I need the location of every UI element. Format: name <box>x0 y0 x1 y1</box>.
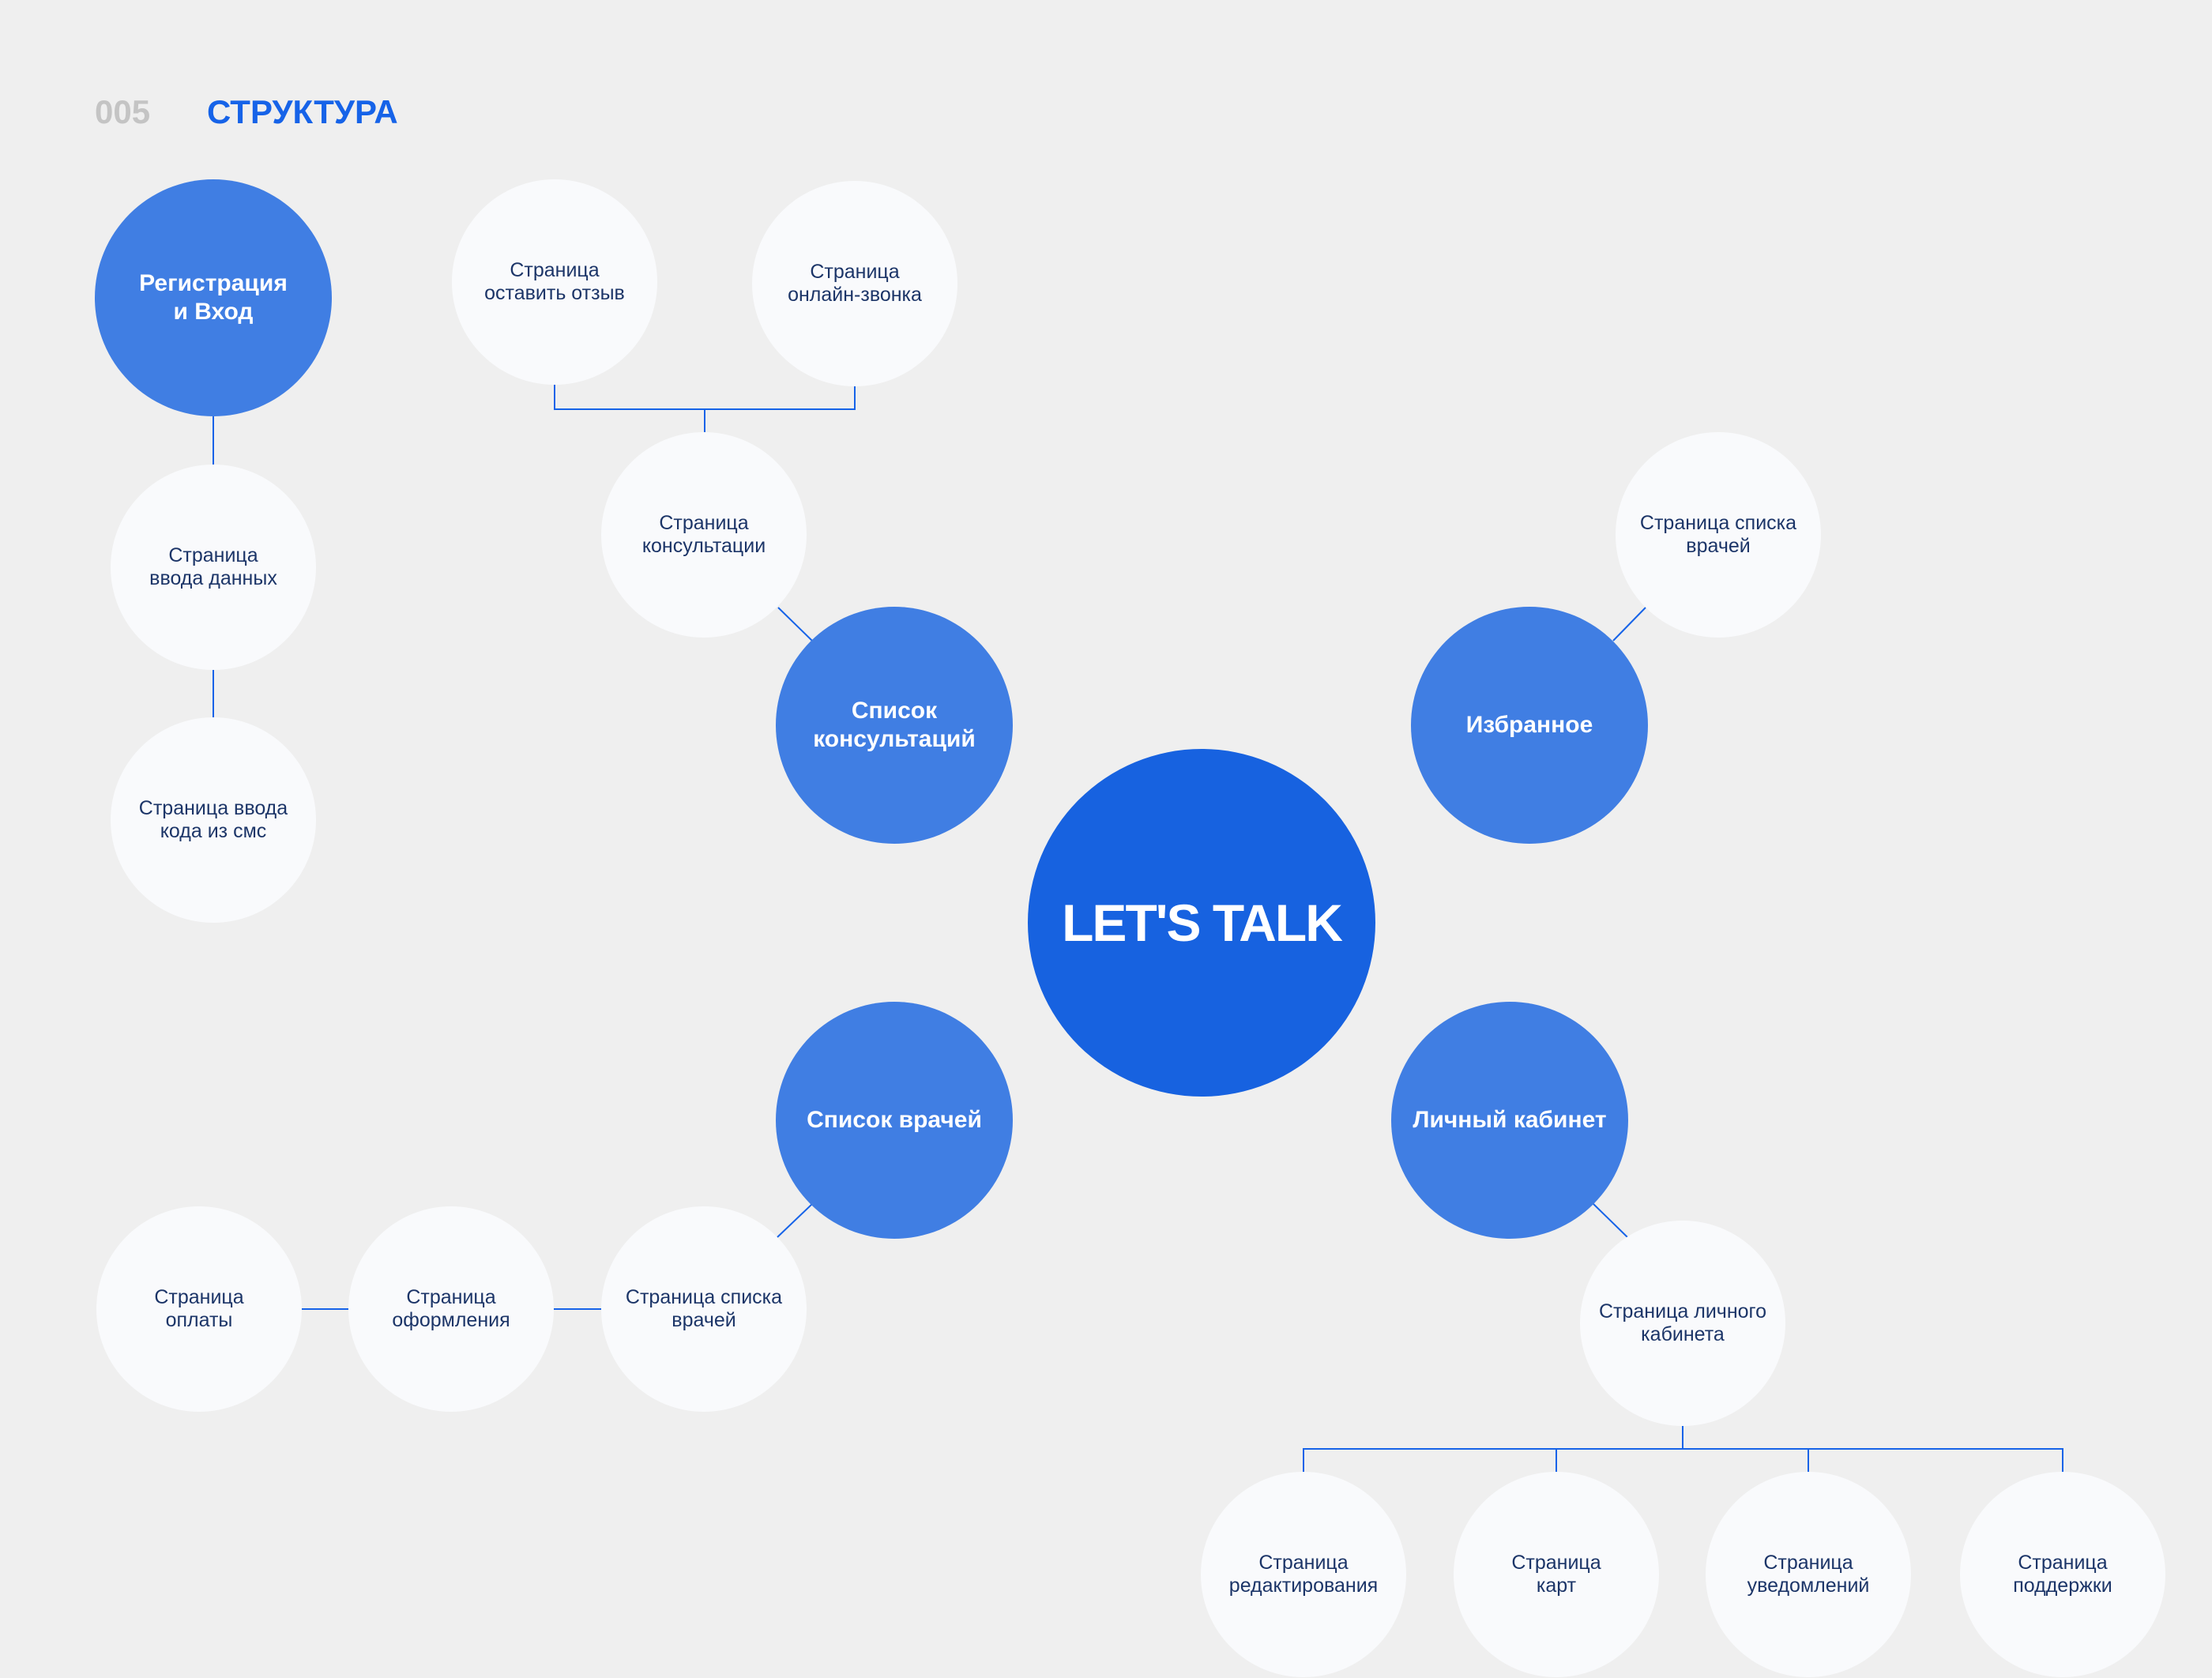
page-online-call[interactable]: Страница онлайн-звонка <box>752 181 957 386</box>
page-payment[interactable]: Страница оплаты <box>96 1206 302 1412</box>
section-consultations[interactable]: Список консультаций <box>776 607 1013 844</box>
connector <box>777 607 813 641</box>
page-doctors-list[interactable]: Страница списка врачей <box>601 1206 807 1412</box>
center-node[interactable]: LET'S TALK <box>1028 749 1375 1097</box>
connector <box>777 1203 813 1238</box>
section-account[interactable]: Личный кабинет <box>1391 1002 1628 1239</box>
page-support[interactable]: Страница поддержки <box>1960 1472 2165 1677</box>
connector <box>1612 607 1646 641</box>
connector <box>1593 1203 1628 1238</box>
page-edit[interactable]: Страница редактирования <box>1201 1472 1406 1677</box>
page-favorite-doctors-list[interactable]: Страница списка врачей <box>1616 432 1821 638</box>
page-title: СТРУКТУРА <box>207 93 398 130</box>
section-doctors[interactable]: Список врачей <box>776 1002 1013 1239</box>
connector <box>1303 1448 2063 1472</box>
page-cards[interactable]: Страница карт <box>1454 1472 1659 1677</box>
page-notifications[interactable]: Страница уведомлений <box>1706 1472 1911 1677</box>
page-consultation[interactable]: Страница консультации <box>601 432 807 638</box>
page-sms-code[interactable]: Страница ввода кода из смс <box>111 717 316 923</box>
connector <box>554 385 856 410</box>
page-data-entry[interactable]: Страница ввода данных <box>111 465 316 670</box>
section-favorites[interactable]: Избранное <box>1411 607 1648 844</box>
page-checkout[interactable]: Страница оформления <box>348 1206 554 1412</box>
page-account[interactable]: Страница личного кабинета <box>1580 1221 1785 1426</box>
page-review[interactable]: Страница оставить отзыв <box>452 179 657 385</box>
section-number: 005 <box>95 93 151 130</box>
section-registration[interactable]: Регистрация и Вход <box>95 179 332 416</box>
